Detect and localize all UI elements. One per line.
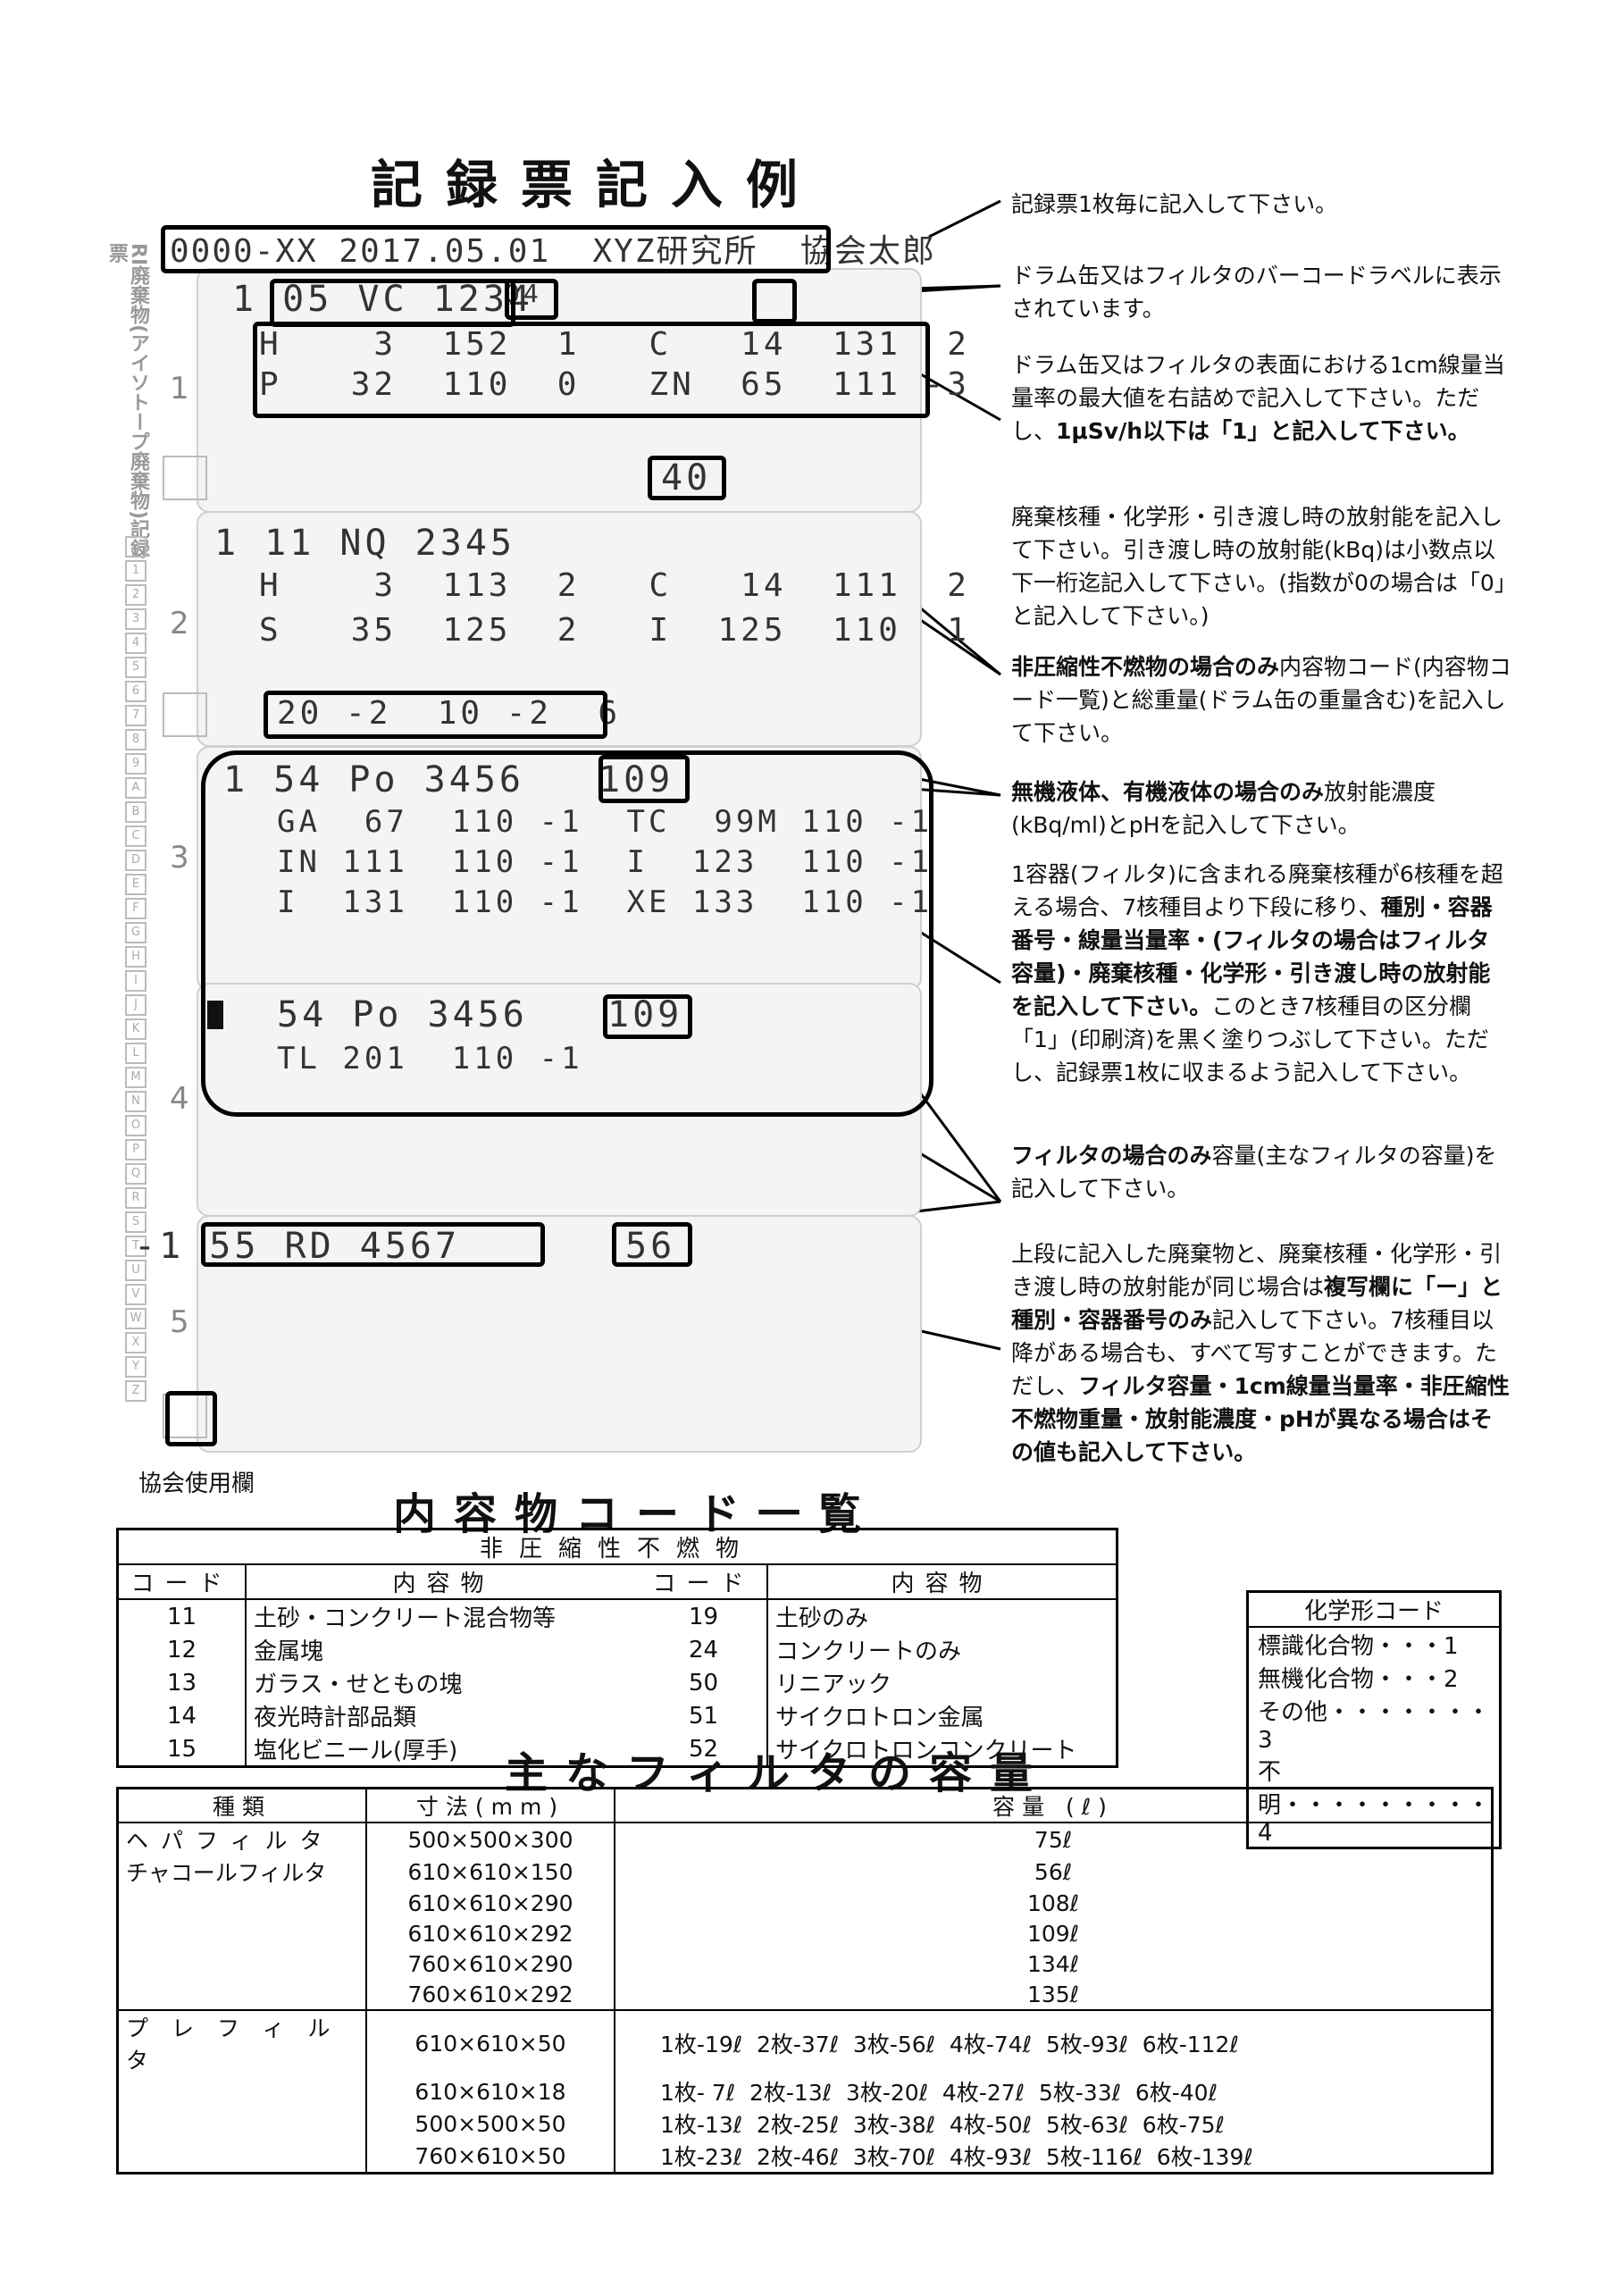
note-8: フィルタの場合のみ容量(主なフィルタの容量)を記入して下さい。 <box>1011 1143 1497 1202</box>
filled-mark <box>207 1001 223 1029</box>
group-number-1: 1 <box>170 371 189 406</box>
highlight-weight <box>264 691 607 739</box>
g1-code: 1 05 VC 1234 <box>232 279 533 320</box>
group-2 <box>197 511 922 747</box>
g4-row1: TL 201 110 -1 <box>277 1041 583 1077</box>
highlight-copy <box>201 1222 545 1267</box>
highlight-assoc-box <box>165 1391 217 1446</box>
note-3: ドラム缶又はフィルタの表面における1cm線量当量率の最大値を右詰めで記入して下さ… <box>1011 352 1505 444</box>
highlight-filter-1 <box>603 994 692 1039</box>
note-6: 無機液体、有機液体の場合のみ放射能濃度(kBq/ml)とpHを記入して下さい。 <box>1011 779 1436 838</box>
g2-value: 20 -2 10 -2 6 <box>277 695 622 732</box>
page-title: 記録票記入例 <box>371 155 822 215</box>
highlight-value-1 <box>648 456 726 500</box>
group-header: 非圧縮性不燃物 <box>117 1529 1118 1565</box>
g1-small-box <box>163 456 207 500</box>
group-5 <box>197 1215 922 1453</box>
g1-value: 40 <box>661 457 712 499</box>
group-1 <box>197 268 922 513</box>
g1-row1: H 3 152 1 C 14 131 2 <box>259 326 970 363</box>
g2-code: 1 11 NQ 2345 <box>214 523 515 564</box>
g1-row2: P 32 110 0 ZN 65 111 -3 <box>259 366 970 403</box>
g2-row2: S 35 125 2 I 125 110 1 <box>259 612 970 649</box>
note-5: 非圧縮性不燃物の場合のみ内容物コード(内容物コード一覧)と総重量(ドラム缶の重量… <box>1011 654 1511 746</box>
header-row: 0000-XX 2017.05.01 XYZ研究所 協会太郎 <box>170 233 936 270</box>
g5-code: -1 55 RD 4567 <box>134 1226 461 1267</box>
chem-title: 化学形コード <box>1247 1591 1501 1628</box>
assoc-label: 協会使用欄 <box>138 1471 255 1497</box>
highlight-flag <box>505 279 558 320</box>
highlight-dose <box>752 279 797 323</box>
group-number-4: 4 <box>170 1081 189 1117</box>
note-9: 上段に記入した廃棄物と、廃棄核種・化学形・引き渡し時の放射能が同じ場合は複写欄に… <box>1011 1241 1510 1465</box>
highlight-filter-2 <box>612 1222 692 1267</box>
highlight-barcode <box>270 279 515 327</box>
g4-value: 109 <box>607 994 683 1035</box>
g3-row3: I 131 110 -1 XE 133 110 -1 <box>277 884 933 920</box>
group-number-5: 5 <box>170 1304 189 1340</box>
form-side-title: RI廃棄物(アイソトープ廃棄物)記録票 <box>105 243 149 559</box>
highlight-nuclides <box>253 322 930 418</box>
note-1: 記録票1枚毎に記入して下さい。 <box>1011 191 1338 217</box>
g4-code: 54 Po 3456 <box>277 994 528 1035</box>
highlight-overflow <box>201 750 933 1117</box>
group-number-3: 3 <box>170 840 189 876</box>
g3-code: 1 54 Po 3456 <box>223 759 524 800</box>
note-4: 廃棄核種・化学形・引き渡し時の放射能を記入して下さい。引き渡し時の放射能(kBq… <box>1011 504 1506 629</box>
g3-value: 109 <box>599 759 674 800</box>
note-2: ドラム缶又はフィルタのバーコードラベルに表示されています。 <box>1011 263 1502 322</box>
g5-value: 56 <box>625 1226 676 1267</box>
note-7: 1容器(フィルタ)に含まれる廃棄核種が6核種を超える場合、7核種目より下段に移り… <box>1011 861 1503 1085</box>
highlight-concentration <box>599 755 690 803</box>
g3-row1: GA 67 110 -1 TC 99M 110 -1 <box>277 804 933 840</box>
g2-row1: H 3 113 2 C 14 111 2 <box>259 567 970 604</box>
g2-small-box <box>163 692 207 737</box>
highlight-header <box>161 225 831 273</box>
g3-row2: IN 111 110 -1 I 123 110 -1 <box>277 844 933 880</box>
group-number-2: 2 <box>170 606 189 641</box>
